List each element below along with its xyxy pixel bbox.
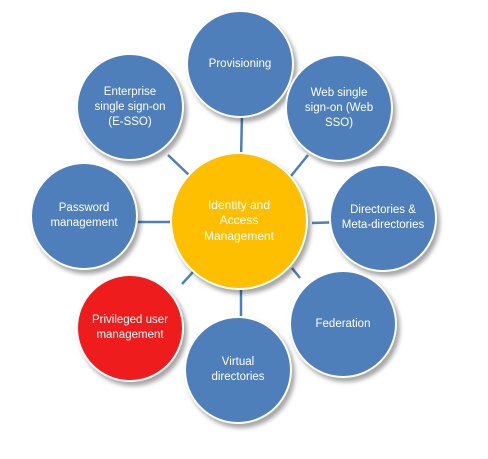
node-label: Virtual directories: [211, 356, 265, 383]
connector-e-sso: [167, 154, 191, 177]
node-federation: Federation: [289, 270, 397, 378]
node-password-management: Password management: [30, 162, 138, 270]
node-privileged-user: Privileged user management: [76, 274, 184, 382]
node-virtual-directories: Virtual directories: [184, 316, 292, 424]
node-web-sso: Web single sign-on (Web SSO): [285, 54, 393, 162]
node-e-sso: Enterprise single sign-on (E-SSO): [76, 53, 184, 161]
node-label: Directories & Meta-directories: [341, 204, 425, 231]
node-label: Provisioning: [208, 57, 272, 70]
node-label: Web single sign-on (Web SSO): [304, 86, 374, 129]
node-directories: Directories & Meta-directories: [329, 164, 437, 272]
center-label: Identity and Access Management: [203, 197, 275, 243]
node-provisioning: Provisioning: [186, 10, 294, 118]
connector-federation: [291, 267, 301, 279]
node-center: Identity and Access Management: [170, 152, 308, 290]
node-label: Enterprise single sign-on (E-SSO): [94, 85, 166, 128]
node-label: Password management: [50, 202, 118, 229]
node-label: Privileged user management: [91, 314, 169, 341]
node-label: Federation: [315, 317, 371, 330]
connector-web-sso: [290, 154, 309, 177]
connector-privileged: [181, 271, 194, 285]
